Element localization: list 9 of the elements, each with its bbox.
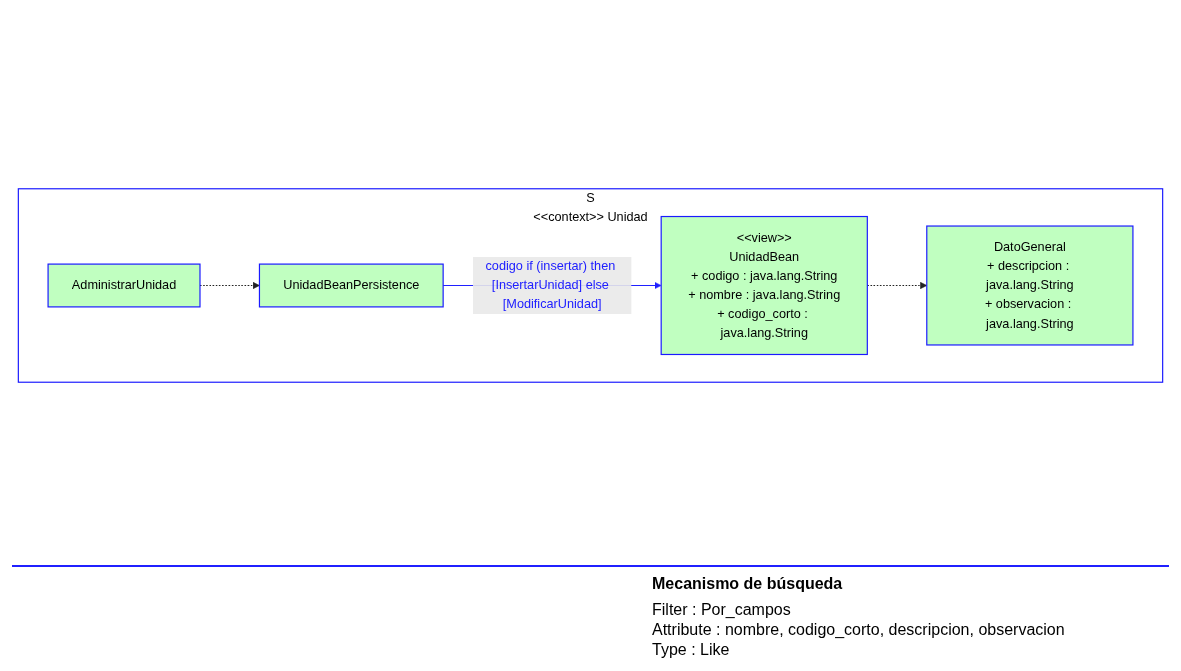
note-text: Filter : Por_campos xyxy=(652,601,792,619)
note-text: Attribute : nombre, codigo_corto, descripcion, observacion xyxy=(652,621,1066,639)
node-box: AdministrarUnidad xyxy=(47,263,201,308)
edge-label: codigo if (insertar) then [InsertarUnidad] else [ModificarUnidad] xyxy=(485,259,616,311)
note-text: Type : Like xyxy=(652,641,731,659)
section-heading: Mecanismo de búsqueda xyxy=(652,575,844,593)
node-box: UnidadBeanPersistence xyxy=(258,263,444,308)
node-box: <<view>> UnidadBean + codigo : java.lang.String + nombre : java.lang.String + codigo_corto : java.lang.String xyxy=(660,215,868,356)
node-box: DatoGeneral + descripcion : java.lang.String + observacion : java.lang.String xyxy=(926,225,1134,346)
